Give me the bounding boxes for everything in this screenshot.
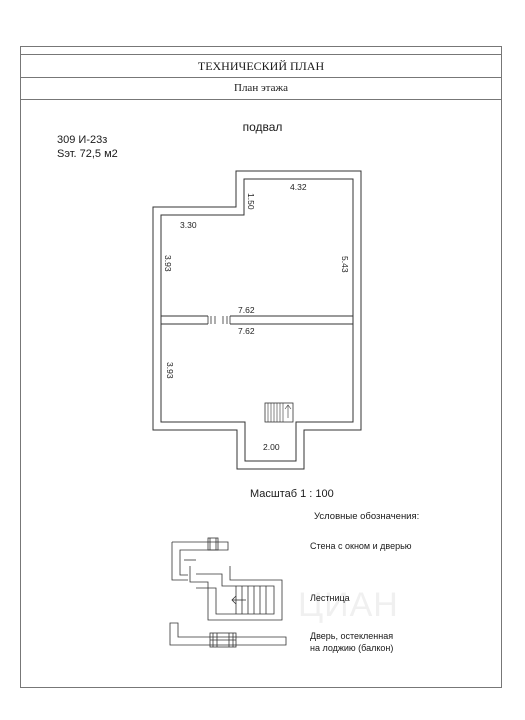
legend-item-wall: Стена с окном и дверью (310, 541, 412, 551)
dim-partition-upper: 7.62 (238, 305, 255, 315)
dim-bottom-width: 2.00 (263, 442, 280, 452)
plan-sheet (20, 46, 502, 688)
dim-upper-left-width: 3.30 (180, 220, 197, 230)
legend-item-balcony-door-line1: Дверь, остекленная (310, 631, 394, 641)
legend-item-stair: Лестница (310, 593, 350, 603)
legend-balcony-door-symbol (169, 622, 287, 648)
scale-label: Масштаб 1 : 100 (250, 488, 334, 500)
dim-top-right: 4.32 (290, 182, 307, 192)
plan-subtitle: План этажа (20, 78, 502, 100)
staircase-icon (264, 402, 294, 423)
floor-name: подвал (242, 120, 283, 134)
dim-offset-height: 1.50 (246, 193, 256, 210)
inner-wall (160, 178, 354, 462)
legend-stair-symbol (189, 566, 283, 621)
partition-door (208, 314, 230, 326)
dim-right-height: 5.43 (340, 256, 350, 273)
dim-upper-left-height: 3.93 (163, 255, 173, 272)
dim-partition-lower: 7.62 (238, 326, 255, 336)
floor-code: 309 И-23з (57, 134, 108, 146)
legend-wall-symbol (171, 537, 229, 581)
legend-item-balcony-door-line2: на лоджию (балкон) (310, 643, 394, 653)
outer-wall (152, 170, 362, 470)
floor-area: Sэт. 72,5 м2 (57, 148, 118, 160)
plan-title: ТЕХНИЧЕСКИЙ ПЛАН (20, 54, 502, 78)
watermark: ЦИАН (298, 586, 399, 624)
legend-title: Условные обозначения: (314, 511, 420, 522)
dim-lower-left-height: 3.93 (165, 362, 175, 379)
